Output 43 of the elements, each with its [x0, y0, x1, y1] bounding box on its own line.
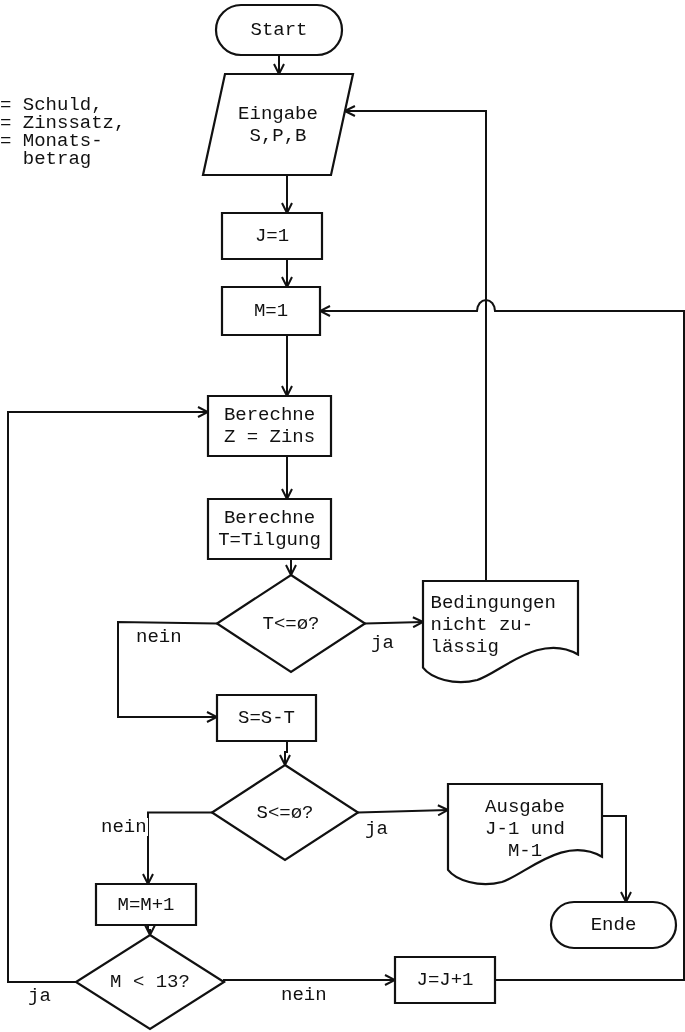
edge-label: ja [370, 634, 395, 652]
decision-diamond [76, 935, 224, 1029]
legend-note: = Schuld, [0, 96, 103, 114]
process-box [96, 884, 196, 925]
node-label: T<=ø? [262, 612, 320, 635]
process-box [208, 499, 331, 559]
node-label: Berechne Z = Zins [222, 404, 317, 448]
node-label: Start [250, 19, 308, 41]
node-label: J=1 [254, 225, 290, 247]
decision-diamond [212, 765, 358, 860]
process-box [217, 695, 316, 741]
node-label: S=S-T [238, 707, 295, 729]
node-label: Eingabe S,P,B [237, 102, 319, 147]
node-label: M=M+1 [117, 893, 175, 916]
edge-label: nein [100, 818, 148, 836]
terminal-shape [216, 5, 342, 55]
node-label: Ende [590, 914, 637, 936]
node-label: Berechne T=Tilgung [217, 507, 322, 551]
process-box [208, 396, 331, 456]
document-shape [448, 784, 602, 885]
node-label: J=J+1 [416, 969, 474, 991]
document-shape [423, 581, 578, 683]
arrow [7, 406, 209, 983]
process-box [395, 957, 495, 1003]
legend-note: = Zinssatz, [0, 114, 126, 132]
node-label: S<=ø? [256, 801, 314, 824]
arrow [357, 804, 449, 817]
edge-label: ja [27, 987, 52, 1005]
arrow [117, 621, 218, 723]
process-box [222, 287, 320, 335]
node-label: Bedingungen nicht zu- lässig [430, 592, 557, 658]
decision-diamond [217, 575, 365, 672]
edge-label: ja [364, 820, 389, 838]
terminal-shape [551, 902, 676, 948]
input-parallelogram [203, 74, 353, 175]
legend-note: = Monats- betrag [0, 132, 103, 168]
node-label: M=1 [253, 300, 289, 322]
process-box [222, 213, 322, 259]
node-label: M < 13? [110, 971, 190, 993]
arrow [364, 616, 424, 629]
arrow [142, 811, 213, 885]
arrow [223, 974, 396, 986]
node-label: Ausgabe J-1 und M-1 [484, 795, 566, 862]
